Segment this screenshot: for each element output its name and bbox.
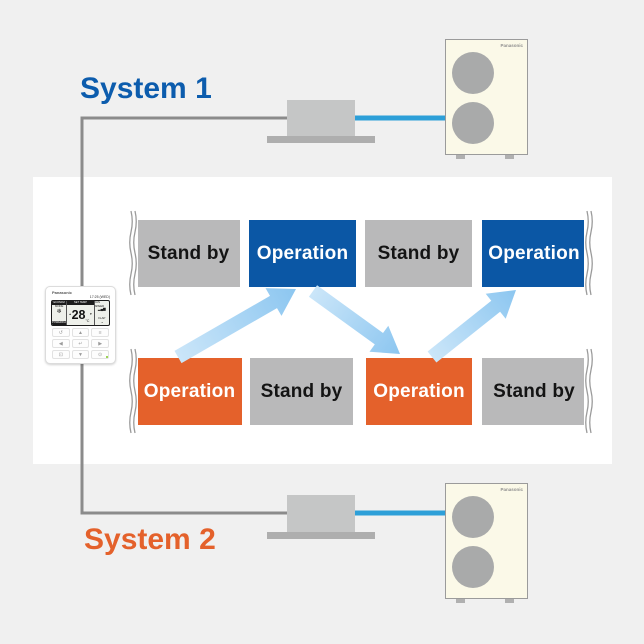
brand-label: Panasonic	[52, 290, 73, 295]
system2-label: System 2	[84, 523, 216, 556]
remote-button-return-icon: ↺	[52, 328, 70, 337]
temp-unit: °C	[85, 319, 90, 323]
indoor-unit-system1	[287, 100, 355, 136]
remote-button-right-icon: ▶	[91, 339, 109, 348]
timeline-block-operation: Operation	[366, 358, 472, 425]
brand-label: Panasonic	[500, 43, 523, 48]
powerful-badge: POWERFUL	[52, 321, 67, 325]
brand-label: Panasonic	[500, 487, 523, 492]
system1-label: System 1	[80, 72, 212, 105]
timeline-block-standby: Stand by	[137, 220, 240, 287]
timeline-block-standby: Stand by	[365, 220, 472, 287]
remote-button-energy-icon: ⊡	[52, 350, 70, 359]
unit-foot	[505, 155, 514, 159]
outdoor-unit-system2: Panasonic	[445, 483, 528, 603]
indoor-unit-base	[267, 136, 375, 143]
timeline-block-standby: Stand by	[250, 358, 353, 425]
temp-down-icon: ▼	[89, 312, 93, 317]
status-led	[105, 355, 108, 358]
unit-foot	[456, 599, 465, 603]
outdoor-unit-system1: Panasonic	[445, 39, 528, 159]
remote-button-menu-icon: ≡	[91, 328, 109, 337]
remote-button-down-icon: ▼	[71, 350, 90, 359]
unit-foot	[456, 155, 465, 159]
flap-icon: ◔	[100, 320, 104, 325]
indoor-unit-system2	[287, 495, 355, 532]
set-temperature-value: 28	[71, 307, 86, 322]
econavi-badge: ECONAVI	[52, 301, 67, 305]
indoor-unit-base	[267, 532, 375, 539]
timeline-block-operation: Operation	[249, 220, 356, 287]
fan-speed-icon: ▂▄▆	[97, 307, 106, 312]
timeline-block-operation: Operation	[137, 358, 242, 425]
remote-button-up-icon: ▲	[71, 328, 90, 337]
fan-icon	[452, 546, 494, 588]
fan-icon	[452, 52, 494, 94]
remote-button-enter-icon: ↵	[71, 339, 90, 348]
clock-text: 17:25 (WED)	[89, 295, 110, 299]
snowflake-icon: ❄	[56, 308, 62, 315]
mode-label: MODE	[54, 303, 64, 308]
timeline-block-standby: Stand by	[482, 358, 586, 425]
controller-screen: ECONAVI MODE ❄ POWERFUL SET TEMP ▲ 28 °C…	[51, 300, 110, 326]
temp-up-icon: ▲	[68, 312, 72, 317]
fan-icon	[452, 102, 494, 144]
timeline-block-operation: Operation	[482, 220, 586, 287]
remote-button-left-icon: ◀	[52, 339, 70, 348]
fan-icon	[452, 496, 494, 538]
unit-foot	[505, 599, 514, 603]
remote-controller: Panasonic 17:25 (WED) ECONAVI MODE ❄ POW…	[45, 286, 116, 364]
controller-buttons: ↺ ▲ ≡ ◀ ↵ ▶ ⊡ ▼ ⊙	[52, 328, 109, 359]
